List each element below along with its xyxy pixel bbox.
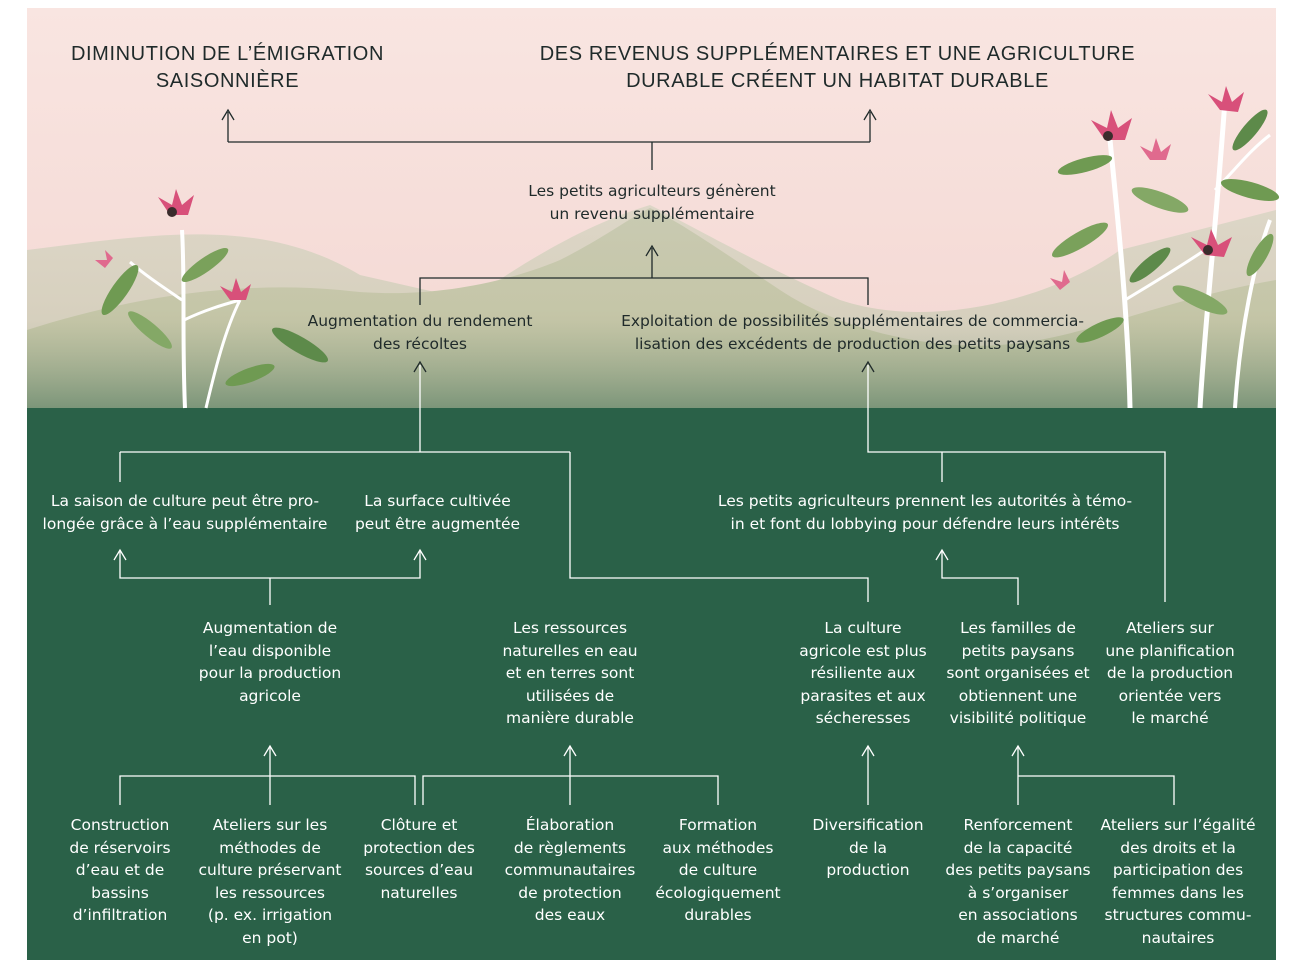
activity-regulations: Élaboration de règlements communautaires…: [504, 816, 636, 925]
green-field: [27, 408, 1276, 960]
activity-equality: Ateliers sur l’égalité des droits et la …: [1100, 816, 1256, 947]
activity-workshops-methods: Ateliers sur les méthodes de culture pré…: [198, 816, 342, 947]
activity-training: Formation aux méthodes de culture écolog…: [655, 816, 781, 925]
outcome-income-habitat: DES REVENUS SUPPLÉMENTAIRES ET UNE AGRIC…: [539, 43, 1136, 92]
connectors-upper: [221, 108, 877, 373]
node-market-workshops: Ateliers sur une planification de la pro…: [1105, 619, 1235, 728]
activity-capacity: Renforcement de la capacité des petits p…: [945, 816, 1091, 947]
node-resources-sustainable: Les ressources naturelles en eau et en t…: [502, 619, 638, 728]
outcome-emigration: DIMINUTION DE L’ÉMIGRATION SAISONNIÈRE: [70, 43, 385, 92]
activity-reservoirs: Construction de réservoirs d’eau et de b…: [69, 816, 171, 925]
node-yield-increase: Augmentation du rendement des récoltes: [307, 312, 533, 353]
plant-right: [1050, 86, 1280, 409]
plant-left: [95, 189, 328, 409]
activity-fencing: Clôture et protection des sources d’eau …: [363, 816, 475, 902]
node-marketing: Exploitation de possibilités supplémenta…: [621, 312, 1084, 353]
connectors-lower: [113, 365, 1175, 805]
node-resilient: La culture agricole est plus résiliente …: [799, 619, 927, 728]
activity-diversification: Diversification de la production: [812, 816, 924, 880]
node-surface-increased: La surface cultivée peut être augmentée: [354, 492, 521, 533]
ground-haze: [27, 320, 1276, 408]
node-families-organised: Les familles de petits paysans sont orga…: [946, 619, 1090, 728]
node-lobbying: Les petits agriculteurs prennent les aut…: [717, 492, 1133, 533]
node-extra-income: Les petits agriculteurs génèrent un reve…: [528, 182, 776, 223]
node-water-available: Augmentation de l’eau disponible pour la…: [198, 619, 342, 705]
node-season-extended: La saison de culture peut être pro- long…: [42, 492, 328, 533]
